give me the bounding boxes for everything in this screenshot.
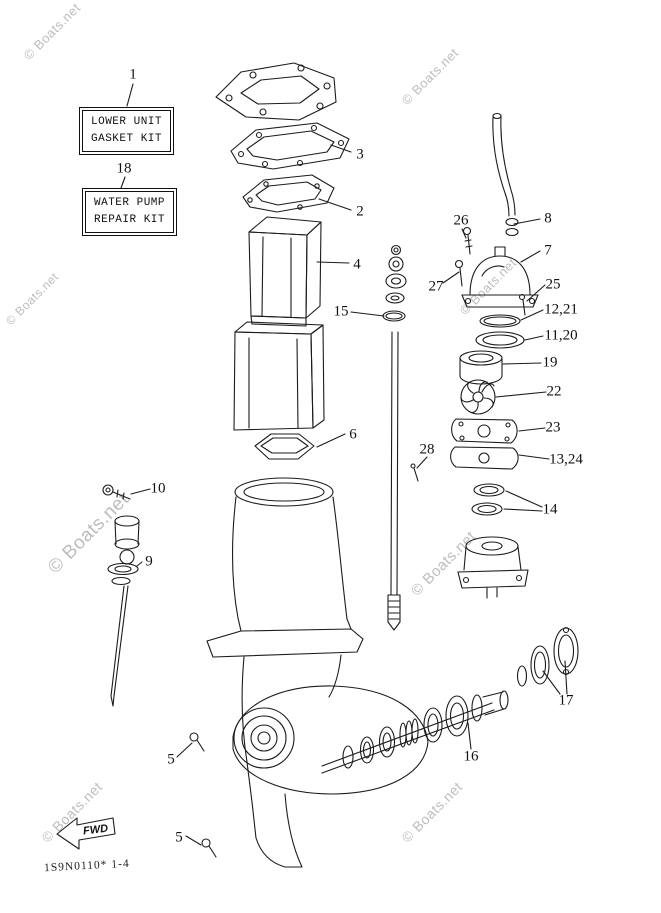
bearing-carrier-17 xyxy=(516,626,579,687)
callout-23: 23 xyxy=(545,419,561,436)
water-pump-housing xyxy=(461,246,539,308)
callout-10: 10 xyxy=(150,480,166,497)
callout-22: 22 xyxy=(546,383,562,400)
impeller-22 xyxy=(460,379,496,415)
water-pump-repair-kit-label: WATER PUMP REPAIR KIT xyxy=(82,188,178,237)
gasket-6 xyxy=(254,433,315,460)
ring-11-20 xyxy=(475,331,525,349)
callout-3: 3 xyxy=(356,146,364,163)
oil-seals-14 xyxy=(471,483,505,516)
callout-5: 5 xyxy=(175,829,183,846)
shift-cam-9 xyxy=(107,515,140,707)
callout-16: 16 xyxy=(463,748,479,765)
callout-6: 6 xyxy=(349,426,357,443)
callout-13-24: 13,24 xyxy=(549,451,583,468)
gearcase-torpedo xyxy=(232,685,429,795)
callout-1: 1 xyxy=(129,66,137,83)
callout-18: 18 xyxy=(116,160,132,177)
lower-unit-gasket-kit-label: LOWER UNIT GASKET KIT xyxy=(79,107,175,156)
gasket-3 xyxy=(230,122,350,170)
gasket-13-24 xyxy=(450,446,519,470)
drive-shaft xyxy=(382,244,407,631)
water-tube xyxy=(492,112,519,237)
callout-19: 19 xyxy=(542,354,558,371)
muffler-4 xyxy=(248,216,322,327)
upper-casing xyxy=(233,321,325,431)
callout-15: 15 xyxy=(333,303,349,320)
callout-5: 5 xyxy=(167,751,175,768)
callout-14: 14 xyxy=(542,501,558,518)
bolt-27 xyxy=(454,259,464,287)
callout-28: 28 xyxy=(419,441,435,458)
callout-12-21: 12,21 xyxy=(544,301,578,318)
callout-26: 26 xyxy=(453,212,469,229)
callout-4: 4 xyxy=(353,256,361,273)
kit-label-line: REPAIR KIT xyxy=(94,214,166,227)
gasket-2 xyxy=(242,174,335,213)
outer-plate-23 xyxy=(451,418,518,444)
callout-9: 9 xyxy=(145,553,153,570)
callout-27: 27 xyxy=(428,278,444,295)
callout-17: 17 xyxy=(558,692,574,709)
callout-25: 25 xyxy=(545,276,561,293)
bolt-5-lower xyxy=(201,838,217,858)
o-ring-12-21 xyxy=(479,314,521,328)
pump-base-housing xyxy=(457,536,529,599)
bolt-5-upper xyxy=(189,732,205,752)
upper-casing-cap xyxy=(215,62,337,121)
callout-11-20: 11,20 xyxy=(544,327,578,344)
callout-2: 2 xyxy=(356,203,364,220)
leader-lines xyxy=(120,83,568,846)
fwd-arrow: FWD xyxy=(56,817,116,850)
bolt-26 xyxy=(462,226,473,255)
prop-shaft-assembly xyxy=(321,690,509,774)
pin-28 xyxy=(410,463,419,482)
insert-cartridge-19 xyxy=(459,350,503,385)
bolt-25 xyxy=(518,293,526,316)
kit-label-line: WATER PUMP xyxy=(94,197,166,209)
callout-7: 7 xyxy=(544,242,552,259)
fwd-arrow-label: FWD xyxy=(82,823,108,838)
kit-label-line: LOWER UNIT xyxy=(91,116,163,128)
kit-label-line: GASKET KIT xyxy=(91,133,163,146)
bolt-10 xyxy=(102,484,131,500)
callout-8: 8 xyxy=(544,210,552,227)
